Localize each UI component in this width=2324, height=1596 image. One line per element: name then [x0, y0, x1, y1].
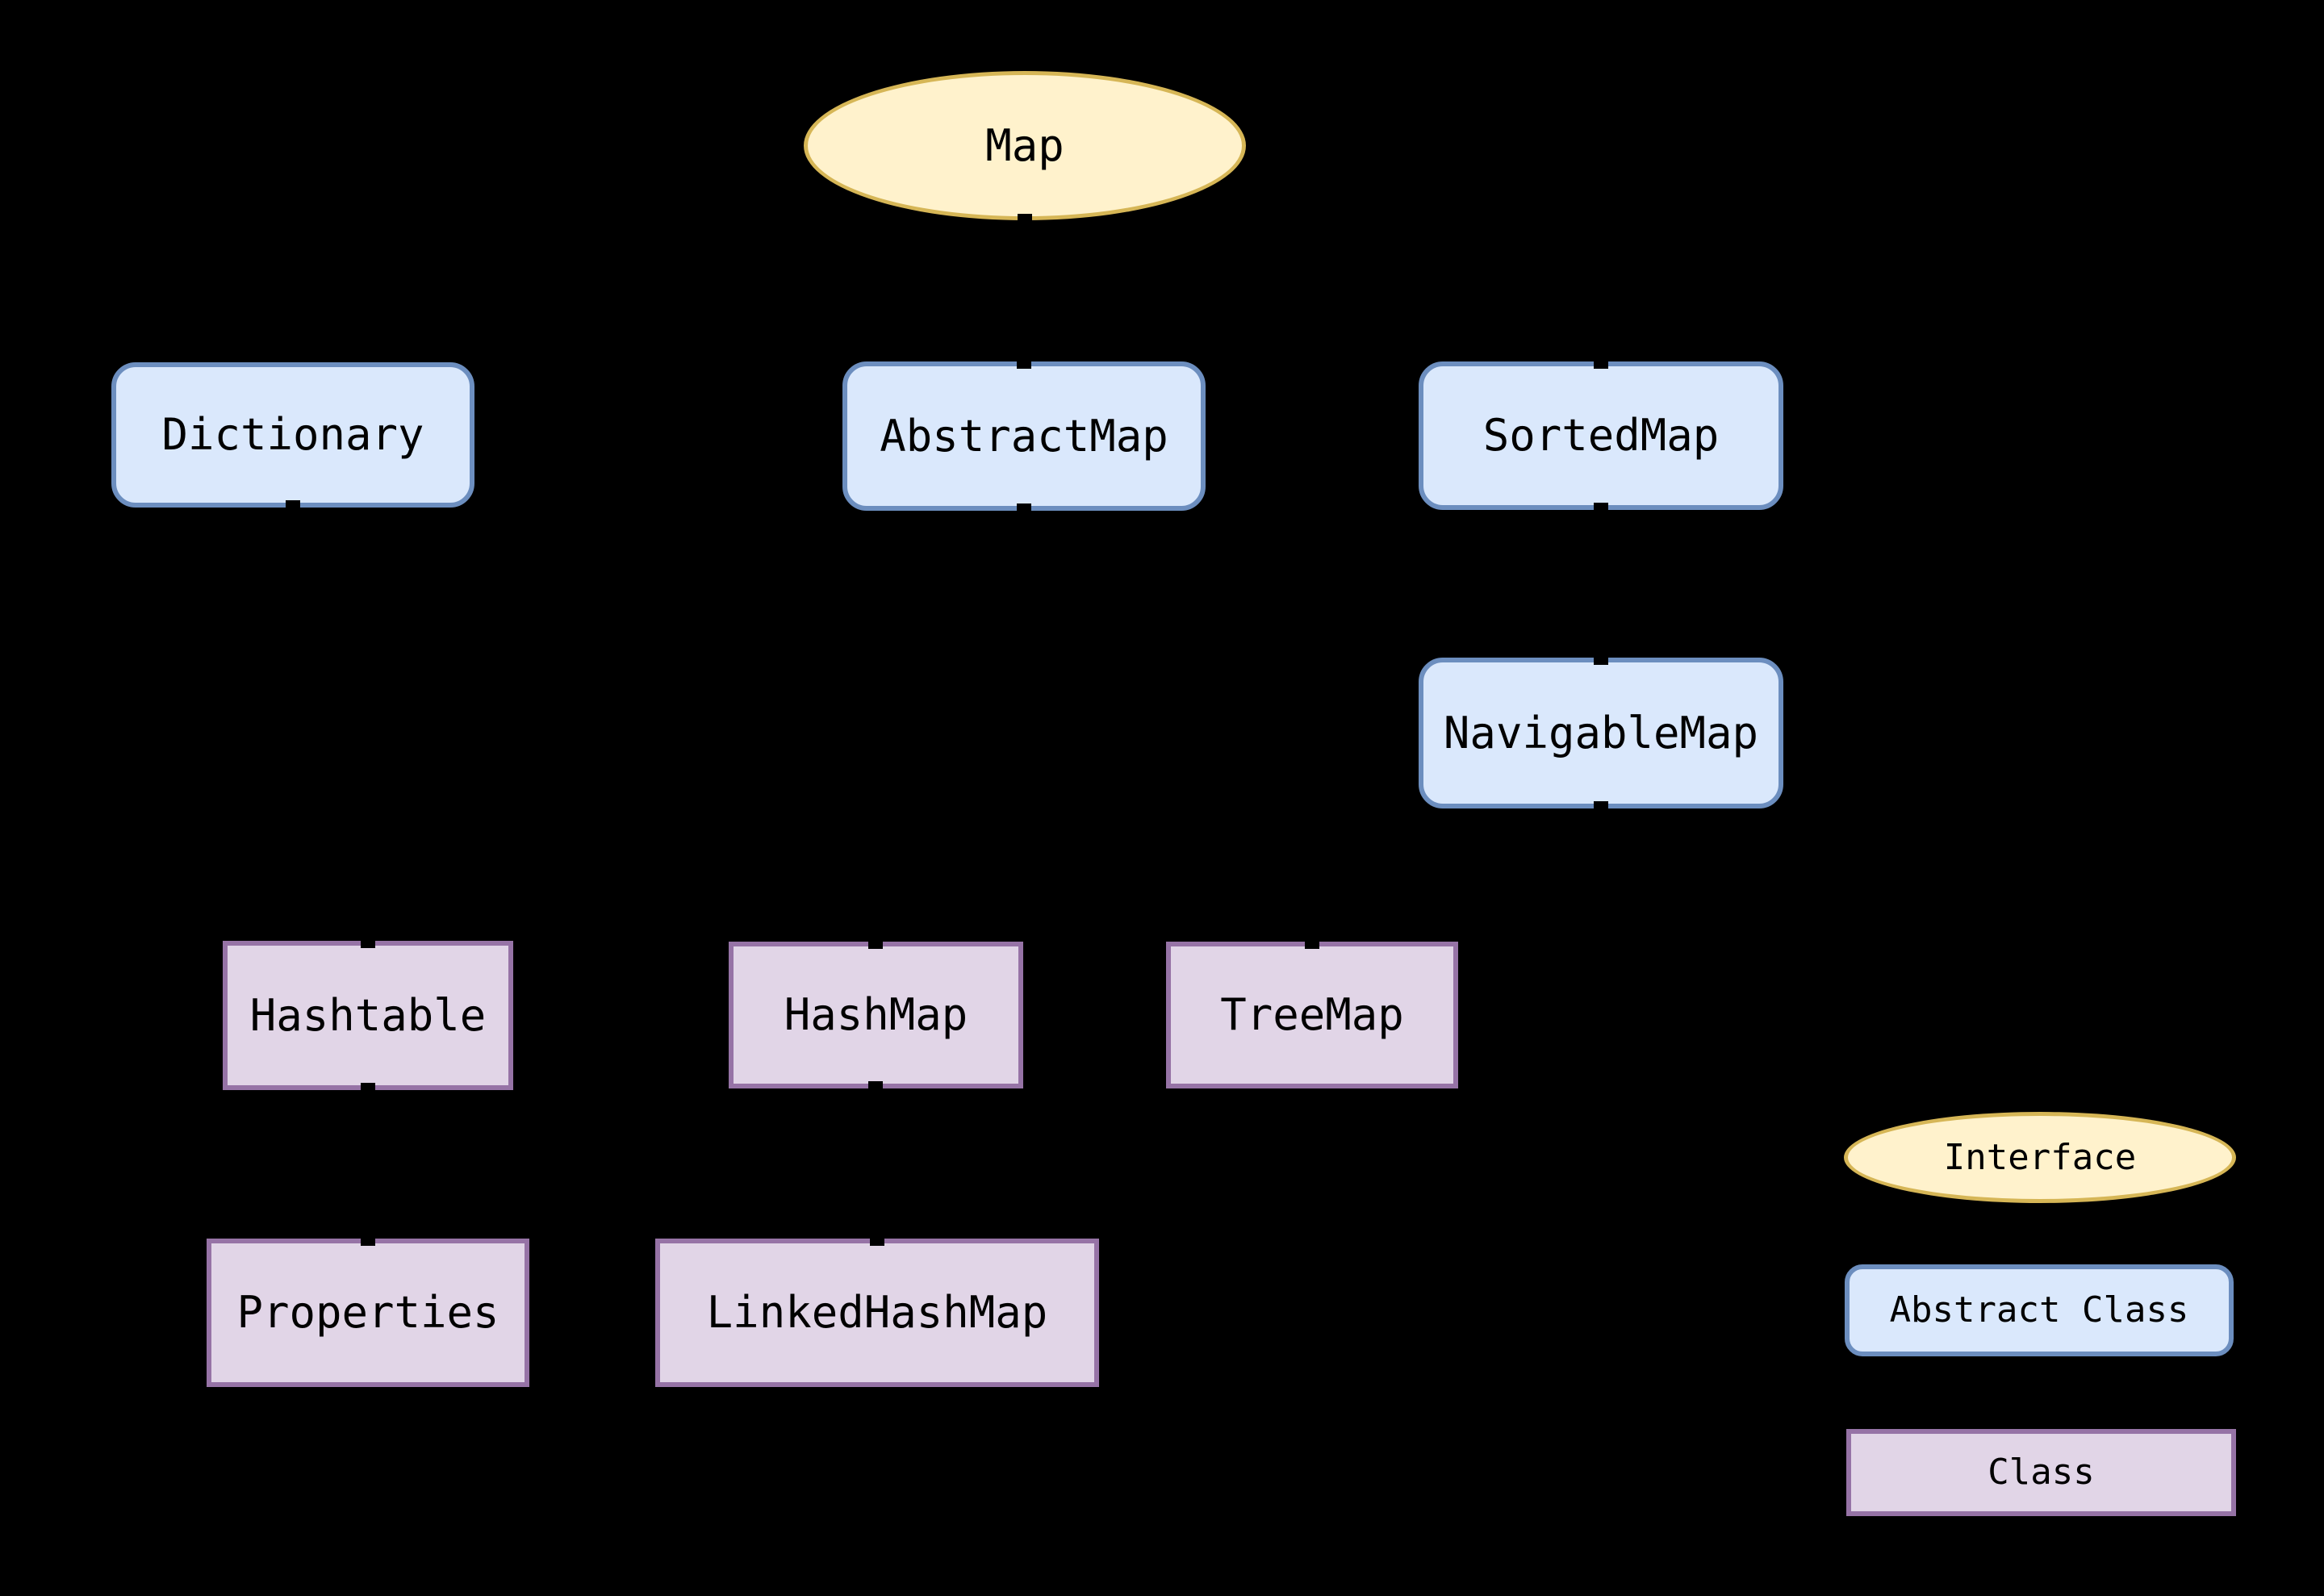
edge-stub-treemap-top	[1305, 939, 1319, 949]
edge-stub-properties-top	[361, 1236, 375, 1246]
legend-class: Class	[1846, 1429, 2236, 1516]
node-map-label: Map	[985, 119, 1064, 171]
node-properties: Properties	[207, 1239, 529, 1387]
node-navigablemap: NavigableMap	[1419, 658, 1783, 808]
node-dictionary-label: Dictionary	[161, 409, 424, 460]
edge-stub-navigablemap-top	[1594, 655, 1608, 665]
legend-class-label: Class	[1988, 1452, 2095, 1493]
node-treemap: TreeMap	[1166, 942, 1458, 1088]
node-linkedhashmap: LinkedHashMap	[655, 1239, 1099, 1387]
legend-abstract-class: Abstract Class	[1845, 1264, 2234, 1356]
node-dictionary: Dictionary	[111, 362, 474, 508]
node-navigablemap-label: NavigableMap	[1443, 707, 1759, 758]
legend-abstract-class-label: Abstract Class	[1889, 1289, 2189, 1331]
edge-stub-hashtable-bottom	[361, 1083, 375, 1093]
edge-stub-abstractmap-top	[1017, 359, 1031, 369]
node-abstractmap-label: AbstractMap	[880, 410, 1168, 462]
node-sortedmap-label: SortedMap	[1482, 410, 1720, 461]
node-hashtable-label: Hashtable	[249, 989, 487, 1041]
node-properties-label: Properties	[236, 1287, 499, 1338]
edge-stub-hashtable-top	[361, 938, 375, 948]
node-hashtable: Hashtable	[223, 941, 513, 1090]
edge-stub-abstractmap-bottom	[1017, 503, 1031, 513]
edge-stub-dictionary-bottom	[286, 500, 300, 510]
node-sortedmap: SortedMap	[1419, 361, 1783, 510]
edge-stub-hashmap-top	[868, 939, 883, 949]
edge-stub-navigablemap-bottom	[1594, 801, 1608, 811]
node-linkedhashmap-label: LinkedHashMap	[706, 1287, 1048, 1338]
legend-interface-label: Interface	[1943, 1136, 2137, 1178]
edge-stub-hashmap-bottom	[868, 1081, 883, 1091]
node-map: Map	[804, 71, 1246, 220]
node-hashmap-label: HashMap	[784, 989, 968, 1040]
node-treemap-label: TreeMap	[1220, 989, 1404, 1040]
node-hashmap: HashMap	[729, 942, 1023, 1088]
node-abstractmap: AbstractMap	[842, 361, 1206, 511]
edge-stub-sortedmap-bottom	[1594, 503, 1608, 512]
edge-stub-sortedmap-top	[1594, 359, 1608, 369]
edge-stub-linkedhashmap-top	[870, 1236, 884, 1246]
legend-interface: Interface	[1844, 1112, 2236, 1203]
edge-stub-map-bottom	[1018, 214, 1032, 222]
